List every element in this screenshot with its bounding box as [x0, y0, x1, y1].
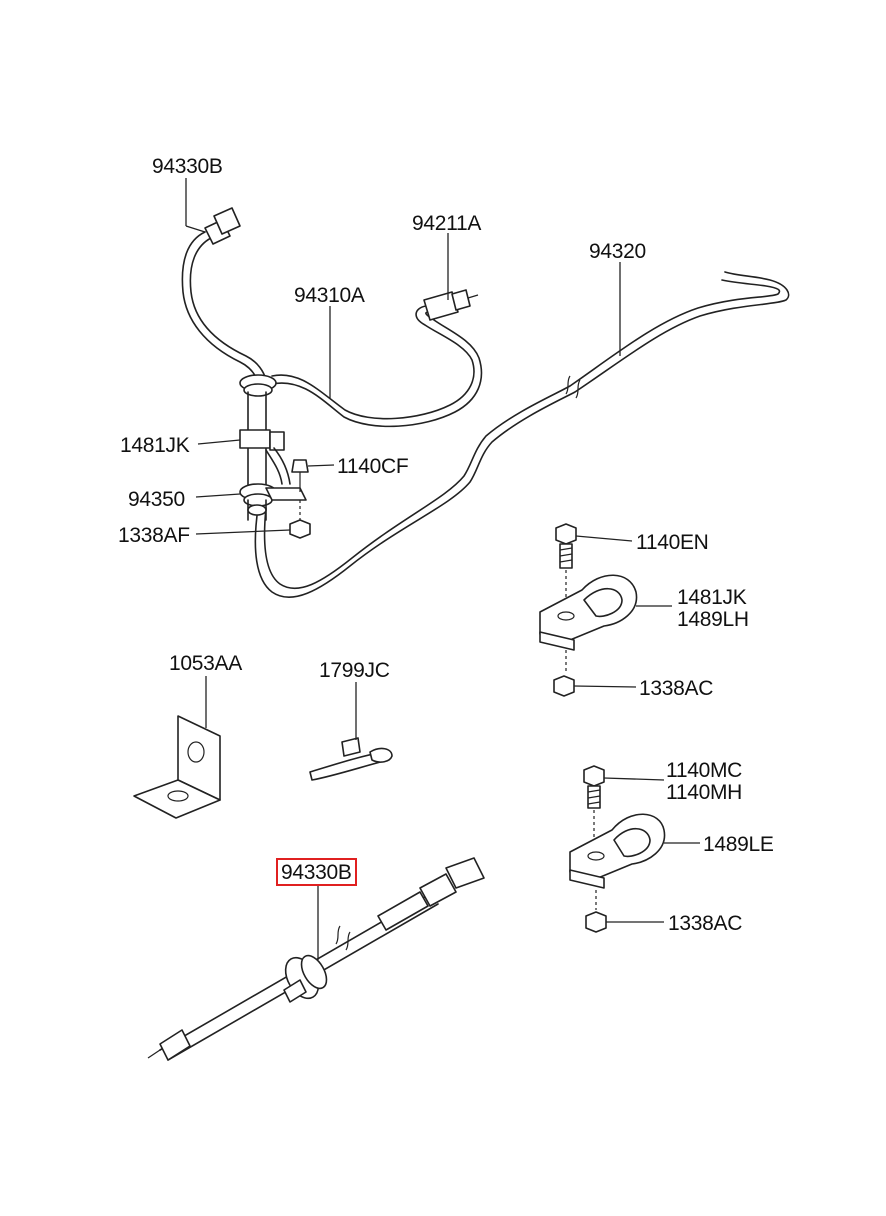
leader-lines — [185, 178, 700, 960]
label-1799jc[interactable]: 1799JC — [319, 659, 390, 682]
label-94330b-top[interactable]: 94330B — [152, 155, 223, 178]
bracket-1053aa — [133, 715, 221, 819]
label-1053aa[interactable]: 1053AA — [169, 652, 242, 675]
label-94310a[interactable]: 94310A — [294, 284, 365, 307]
label-1140mh[interactable]: 1140MH — [666, 781, 743, 804]
label-94330b-bottom-highlighted[interactable]: 94330B — [276, 858, 357, 886]
clip-assembly-1 — [539, 523, 638, 697]
label-94320[interactable]: 94320 — [589, 240, 646, 263]
cable-tie-1799jc — [309, 737, 393, 781]
speedometer-cable-upper — [181, 207, 267, 383]
grommet-assembly — [239, 374, 311, 539]
label-94211a[interactable]: 94211A — [412, 212, 482, 235]
label-94350[interactable]: 94350 — [128, 488, 185, 511]
label-1338ac-b[interactable]: 1338AC — [668, 912, 743, 935]
label-1481jk-b[interactable]: 1481JK — [677, 586, 747, 609]
cable-94320 — [254, 271, 790, 598]
speedometer-cable-lower — [147, 857, 485, 1061]
label-1338af[interactable]: 1338AF — [118, 524, 190, 547]
label-1140en[interactable]: 1140EN — [636, 531, 709, 554]
clip-assembly-2 — [569, 765, 666, 933]
label-1140mc[interactable]: 1140MC — [666, 759, 743, 782]
cable-94310a — [271, 289, 483, 428]
label-1489le[interactable]: 1489LE — [703, 833, 774, 856]
label-1481jk-a[interactable]: 1481JK — [120, 434, 190, 457]
label-1338ac-a[interactable]: 1338AC — [639, 677, 714, 700]
label-1489lh[interactable]: 1489LH — [677, 608, 749, 631]
label-1140cf[interactable]: 1140CF — [337, 455, 409, 478]
